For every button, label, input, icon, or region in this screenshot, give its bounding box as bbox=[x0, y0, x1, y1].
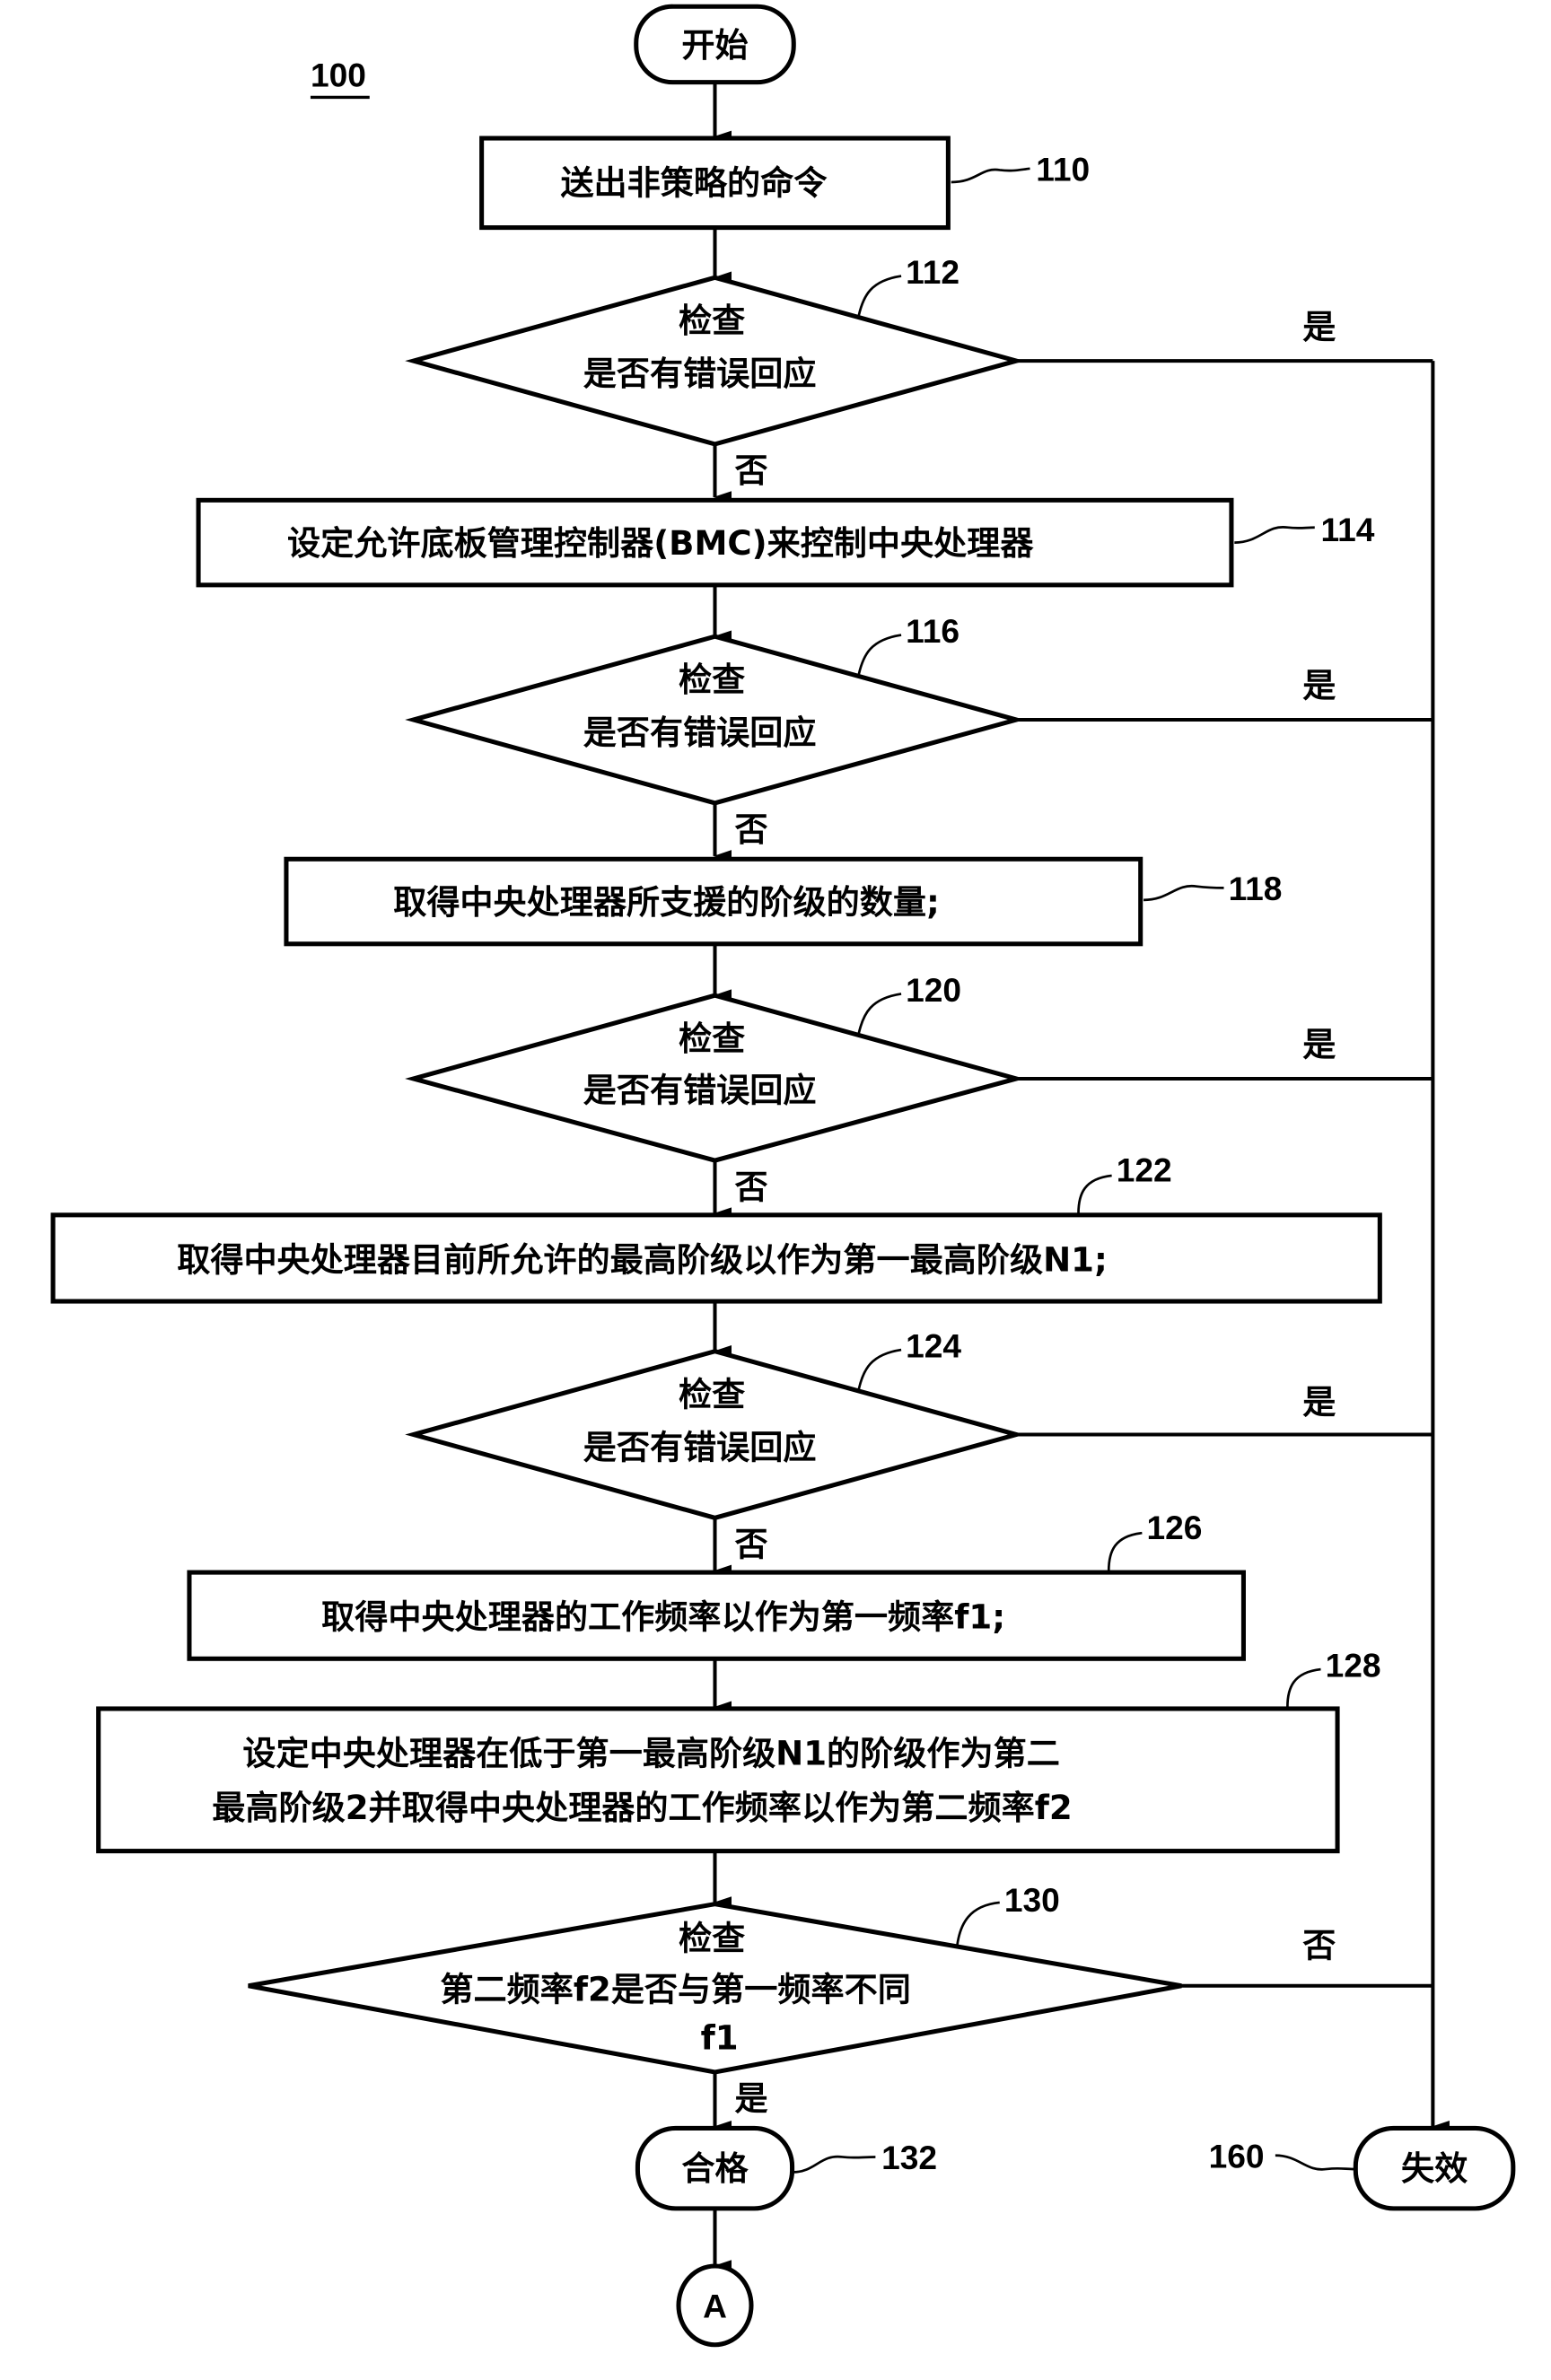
decision-120-ref: 120 bbox=[906, 971, 961, 1009]
step-114: 设定允许底板管理控制器(BMC)来控制中央处理器 114 bbox=[196, 497, 1375, 588]
step-126-ref: 126 bbox=[1146, 1509, 1202, 1546]
decision-130-line-3: f1 bbox=[701, 2019, 739, 2058]
step-114-text: 设定允许底板管理控制器(BMC)来控制中央处理器 bbox=[287, 524, 1034, 563]
decision-124-yes-label: 是 bbox=[1302, 1383, 1336, 1422]
step-118-ref: 118 bbox=[1229, 870, 1283, 907]
decision-130-line-2: 第二频率f2是否与第一频率不同 bbox=[440, 1971, 910, 2009]
decision-120-line-1: 检查 bbox=[679, 1019, 745, 1058]
start-label: 开始 bbox=[681, 26, 748, 65]
decision-116-line-1: 检查 bbox=[679, 661, 745, 699]
fail-terminal: 失效 160 bbox=[1209, 2125, 1516, 2211]
decision-116-no-label: 否 bbox=[734, 810, 767, 849]
decision-112-no-label: 否 bbox=[734, 451, 767, 490]
decision-112-line-2: 是否有错误回应 bbox=[583, 354, 817, 393]
figure-ref: 100 bbox=[311, 57, 366, 94]
step-122-text: 取得中央处理器目前所允许的最高阶级以作为第一最高阶级N1; bbox=[177, 1240, 1108, 1279]
decision-120-line-2: 是否有错误回应 bbox=[583, 1071, 817, 1109]
decision-124-no-label: 否 bbox=[734, 1526, 767, 1564]
start-terminal: 开始 bbox=[634, 4, 796, 85]
decision-116-ref: 116 bbox=[906, 612, 960, 650]
fail-ref: 160 bbox=[1209, 2137, 1265, 2174]
decision-120-no-label: 否 bbox=[734, 1168, 767, 1206]
decision-112-line-1: 检查 bbox=[679, 302, 745, 340]
decision-130-line-1: 检查 bbox=[679, 1919, 745, 1957]
step-122: 取得中央处理器目前所允许的最高阶级以作为第一最高阶级N1; 122 bbox=[50, 1151, 1382, 1304]
step-126-text: 取得中央处理器的工作频率以作为第一频率f1; bbox=[321, 1598, 1005, 1637]
decision-130-ref: 130 bbox=[1004, 1881, 1060, 1919]
pass-terminal: 合格 132 bbox=[635, 2125, 937, 2211]
decision-130-no-label: 否 bbox=[1302, 1927, 1336, 1965]
decision-116: 检查 是否有错误回应 116 是 否 bbox=[405, 612, 1336, 849]
step-126: 取得中央处理器的工作频率以作为第一频率f1; 126 bbox=[187, 1509, 1246, 1661]
connector-a: A bbox=[676, 2263, 754, 2348]
step-118: 取得中央处理器所支援的阶级的数量; 118 bbox=[284, 856, 1283, 947]
flow-lines bbox=[713, 82, 1450, 2272]
decision-120-yes-label: 是 bbox=[1302, 1026, 1336, 1064]
step-118-text: 取得中央处理器所支援的阶级的数量; bbox=[393, 883, 940, 922]
decision-116-yes-label: 是 bbox=[1302, 667, 1336, 705]
pass-label: 合格 bbox=[681, 2149, 749, 2188]
decision-124-ref: 124 bbox=[906, 1326, 961, 1364]
step-128-line-2: 最高阶级2并取得中央处理器的工作频率以作为第二频率f2 bbox=[212, 1789, 1072, 1827]
decision-130-yes-label: 是 bbox=[734, 2079, 767, 2118]
fail-label: 失效 bbox=[1401, 2149, 1468, 2188]
decision-112-ref: 112 bbox=[906, 253, 960, 291]
decision-124-line-1: 检查 bbox=[679, 1375, 745, 1413]
decision-116-line-2: 是否有错误回应 bbox=[583, 713, 817, 752]
decision-124-line-2: 是否有错误回应 bbox=[583, 1429, 817, 1467]
decision-130: 检查 第二频率f2是否与第一频率不同 f1 130 否 是 bbox=[248, 1881, 1336, 2118]
pass-ref: 132 bbox=[881, 2139, 937, 2176]
step-128-line-1: 设定中央处理器在低于第一最高阶级N1的阶级作为第二 bbox=[242, 1734, 1059, 1772]
step-110-text: 送出非策略的命令 bbox=[560, 163, 828, 202]
step-114-ref: 114 bbox=[1321, 511, 1375, 548]
decision-112-yes-label: 是 bbox=[1302, 308, 1336, 346]
step-110: 送出非策略的命令 110 bbox=[479, 136, 1090, 231]
decision-120: 检查 是否有错误回应 120 是 否 bbox=[405, 971, 1336, 1206]
decision-124: 检查 是否有错误回应 124 是 否 bbox=[405, 1326, 1336, 1564]
connector-a-label: A bbox=[703, 2287, 727, 2324]
step-128: 设定中央处理器在低于第一最高阶级N1的阶级作为第二 最高阶级2并取得中央处理器的… bbox=[96, 1647, 1381, 1854]
step-122-ref: 122 bbox=[1117, 1151, 1172, 1189]
step-110-ref: 110 bbox=[1036, 150, 1090, 188]
decision-112: 检查 是否有错误回应 112 是 否 bbox=[405, 253, 1336, 490]
step-128-ref: 128 bbox=[1326, 1647, 1381, 1684]
